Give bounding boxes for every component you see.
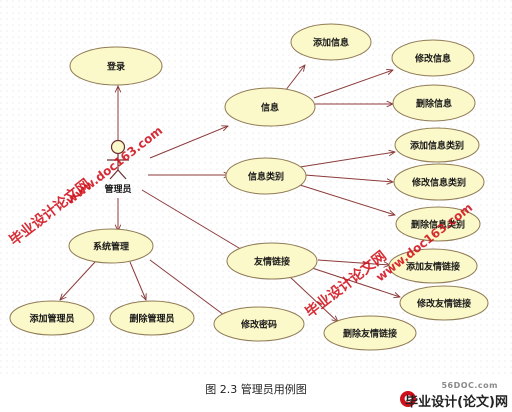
use-case-edit-link: 修改友情链接 [399, 285, 489, 321]
arrow-system-to-change-password [149, 259, 228, 318]
use-case-add-info: 添加信息 [290, 23, 372, 61]
site-badge-title: 毕业设计(论文)网 [405, 395, 508, 410]
site-badge-url: 56DOC.com [441, 381, 498, 390]
use-case-label: 添加管理员 [29, 313, 74, 325]
use-case-label: 系统管理 [93, 241, 129, 253]
arrow-system-to-delete-admin [129, 261, 146, 300]
actor-administrator: 管理员 [104, 139, 132, 195]
use-case-add-category: 添加信息类别 [394, 127, 480, 163]
use-case-change-password: 修改密码 [213, 306, 305, 342]
arrow-actor-to-friend-link [141, 189, 249, 254]
use-case-info: 信息 [224, 87, 316, 127]
use-case-label: 删除管理员 [129, 313, 174, 325]
figure-caption: 图 2.3 管理员用例图 [205, 383, 307, 396]
use-case-label: 信息 [261, 102, 279, 114]
use-case-label: 添加信息类别 [410, 140, 464, 152]
use-case-delete-admin: 删除管理员 [109, 300, 195, 336]
site-logo-icon: ● [400, 391, 416, 407]
use-case-label: 添加信息 [313, 37, 349, 49]
arrow-actor-to-info [149, 126, 228, 159]
use-case-label: 添加友情链接 [406, 261, 460, 273]
arrow-info-to-edit-info [313, 70, 393, 99]
site-badge: 56DOC.com ● 毕业设计(论文)网 [400, 381, 512, 412]
use-case-label: 登录 [106, 61, 125, 73]
use-case-label: 修改信息类别 [411, 177, 466, 189]
use-case-label: 修改密码 [240, 319, 277, 331]
arrow-category-to-add-category [299, 152, 395, 168]
use-case-edit-info: 修改信息 [391, 39, 475, 77]
association-arrows [60, 65, 400, 322]
use-case-label: 修改信息 [414, 53, 451, 65]
use-case-label: 删除信息类别 [411, 219, 465, 231]
actor-legs [109, 169, 127, 180]
arrow-category-to-delete-category [299, 184, 395, 215]
arrow-link-to-delete-link [288, 275, 338, 322]
arrow-category-to-edit-category [304, 174, 393, 182]
use-case-add-admin: 添加管理员 [9, 300, 95, 336]
use-case-system-management: 系统管理 [68, 228, 154, 264]
use-case-label: 删除友情链接 [343, 328, 397, 340]
arrow-link-to-edit-link [311, 267, 400, 297]
use-case-login: 登录 [69, 46, 163, 86]
use-case-label: 修改友情链接 [416, 298, 471, 310]
use-case-edit-category: 修改信息类别 [393, 163, 485, 201]
use-case-label: 删除信息 [416, 98, 452, 110]
arrow-link-to-add-link [317, 259, 390, 265]
use-case-category: 信息类别 [225, 157, 307, 195]
use-case-friend-link: 友情链接 [226, 242, 318, 280]
use-case-add-link: 添加友情链接 [388, 248, 478, 284]
use-case-delete-link: 删除友情链接 [323, 315, 417, 351]
use-case-label: 友情链接 [254, 256, 290, 268]
actor-label: 管理员 [104, 183, 131, 195]
arrow-system-to-add-admin [60, 261, 96, 300]
use-case-delete-info: 删除信息 [392, 84, 476, 122]
use-case-label: 信息类别 [248, 171, 284, 183]
use-case-delete-category: 删除信息类别 [395, 206, 481, 242]
